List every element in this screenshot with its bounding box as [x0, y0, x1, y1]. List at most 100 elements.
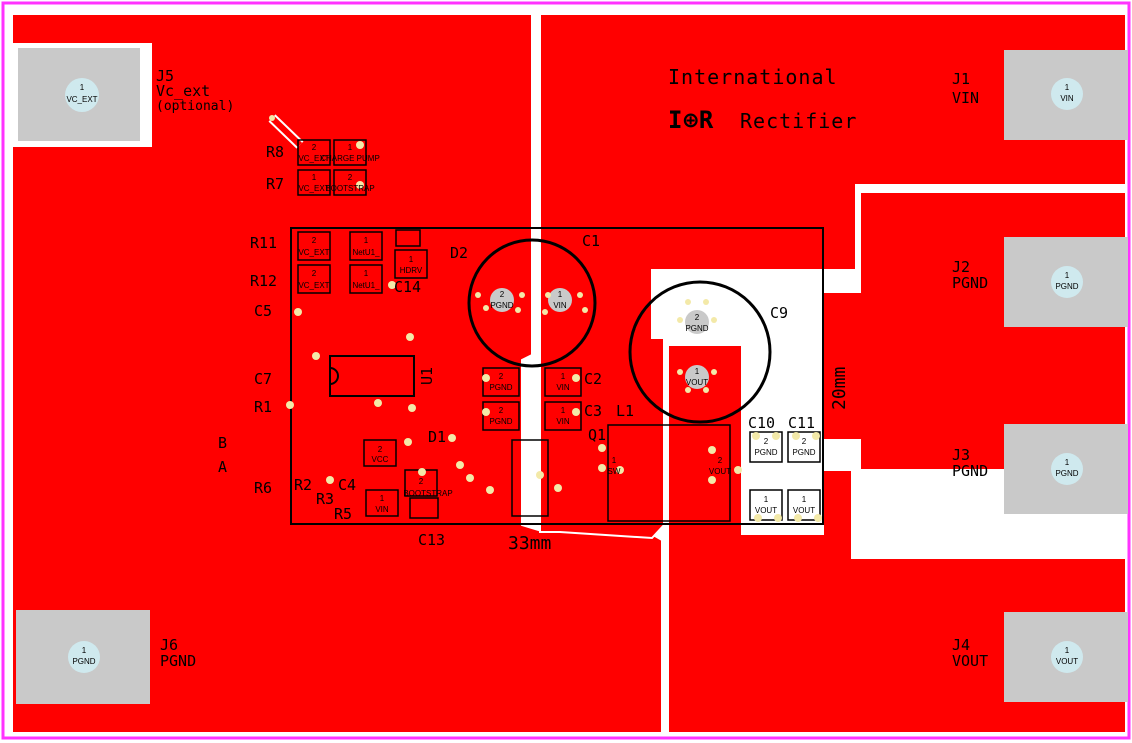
- svg-text:2: 2: [499, 406, 504, 415]
- j1-pin-net: VIN: [1060, 94, 1074, 103]
- svg-text:C10: C10: [748, 414, 775, 432]
- j4-ref: J4: [952, 636, 970, 654]
- logo-line2: Rectifier: [740, 109, 857, 133]
- connector-j5[interactable]: 1 VC_EXT: [12, 43, 152, 147]
- j1-ref: J1: [952, 70, 970, 88]
- connector-j1[interactable]: 1 VIN: [1004, 50, 1128, 140]
- svg-text:1: 1: [380, 494, 385, 503]
- svg-text:2: 2: [802, 437, 807, 446]
- connector-j3[interactable]: 1 PGND: [1004, 424, 1128, 514]
- svg-text:R11: R11: [250, 234, 277, 252]
- svg-text:C13: C13: [418, 531, 445, 549]
- connector-j6[interactable]: 1 PGND: [16, 610, 150, 704]
- svg-text:1: 1: [695, 367, 700, 376]
- j4-pin: 1: [1065, 646, 1070, 655]
- svg-text:R6: R6: [254, 479, 272, 497]
- svg-text:1: 1: [364, 269, 369, 278]
- svg-text:R2: R2: [294, 476, 312, 494]
- j5-ref: J5: [156, 67, 174, 85]
- pad-labels: 2 VC_EXT 1 CHARGE PUMP 1 VC_EXT 2 BOOTST…: [298, 143, 815, 515]
- j3-net: PGND: [952, 462, 988, 480]
- svg-text:2: 2: [312, 143, 317, 152]
- company-logo: International I⊕R Rectifier: [668, 65, 857, 134]
- connector-labels: J5 Vc_ext (optional) J1 VIN J2 PGND J3 P…: [156, 67, 988, 670]
- svg-text:R8: R8: [266, 143, 284, 161]
- j1-pin: 1: [1065, 83, 1070, 92]
- svg-text:2: 2: [419, 477, 424, 486]
- svg-text:VOUT: VOUT: [686, 378, 708, 387]
- svg-text:1: 1: [764, 495, 769, 504]
- svg-text:C14: C14: [394, 278, 421, 296]
- svg-text:R7: R7: [266, 175, 284, 193]
- j3-pin-net: PGND: [1055, 469, 1078, 478]
- logo-mark: I⊕R: [668, 106, 714, 134]
- j5-pin-net: VC_EXT: [66, 95, 97, 104]
- svg-text:VOUT: VOUT: [793, 506, 815, 515]
- svg-text:CHARGE PUMP: CHARGE PUMP: [320, 154, 380, 163]
- svg-text:C4: C4: [338, 476, 356, 494]
- svg-text:VCC: VCC: [372, 455, 389, 464]
- svg-text:PGND: PGND: [489, 417, 512, 426]
- svg-text:PGND: PGND: [754, 448, 777, 457]
- j6-net: PGND: [160, 652, 196, 670]
- svg-text:PGND: PGND: [685, 324, 708, 333]
- svg-text:1: 1: [802, 495, 807, 504]
- svg-text:2: 2: [348, 173, 353, 182]
- svg-text:1: 1: [561, 406, 566, 415]
- svg-text:2: 2: [718, 456, 723, 465]
- svg-text:VC_EXT: VC_EXT: [298, 248, 329, 257]
- svg-text:VIN: VIN: [556, 383, 570, 392]
- svg-text:R12: R12: [250, 272, 277, 290]
- svg-text:VOUT: VOUT: [709, 467, 731, 476]
- j2-net: PGND: [952, 274, 988, 292]
- svg-text:VC_EXT: VC_EXT: [298, 281, 329, 290]
- svg-text:2: 2: [500, 290, 505, 299]
- j1-net: VIN: [952, 89, 979, 107]
- svg-text:1: 1: [612, 456, 617, 465]
- cap-c1-outline: [467, 238, 597, 368]
- svg-text:C7: C7: [254, 370, 272, 388]
- svg-text:1: 1: [409, 255, 414, 264]
- logo-line1: International: [668, 65, 838, 89]
- svg-text:2: 2: [764, 437, 769, 446]
- svg-text:2: 2: [312, 236, 317, 245]
- svg-text:VIN: VIN: [553, 301, 567, 310]
- j3-pin: 1: [1065, 458, 1070, 467]
- svg-text:L1: L1: [616, 402, 634, 420]
- svg-text:1: 1: [312, 173, 317, 182]
- svg-text:D1: D1: [428, 428, 446, 446]
- svg-text:C5: C5: [254, 302, 272, 320]
- svg-text:C2: C2: [584, 370, 602, 388]
- dim-width: 33mm: [508, 533, 551, 554]
- j5-pin: 1: [80, 83, 85, 92]
- svg-text:BOOTSTRAP: BOOTSTRAP: [325, 184, 374, 193]
- svg-text:VIN: VIN: [375, 505, 389, 514]
- svg-text:SW: SW: [608, 467, 621, 476]
- svg-text:NetU1_: NetU1_: [352, 281, 380, 290]
- svg-text:HDRV: HDRV: [400, 266, 423, 275]
- svg-text:R1: R1: [254, 398, 272, 416]
- vias: [286, 141, 822, 522]
- svg-text:NetU1_: NetU1_: [352, 248, 380, 257]
- j6-pin-net: PGND: [72, 657, 95, 666]
- svg-text:1: 1: [561, 372, 566, 381]
- j2-pin: 1: [1065, 271, 1070, 280]
- svg-text:PGND: PGND: [490, 301, 513, 310]
- connector-j2[interactable]: 1 PGND: [1004, 237, 1128, 327]
- svg-text:1: 1: [558, 290, 563, 299]
- ic-u1: [329, 355, 415, 397]
- svg-text:C3: C3: [584, 402, 602, 420]
- svg-text:VC_EXT: VC_EXT: [298, 184, 329, 193]
- svg-text:C1: C1: [582, 232, 600, 250]
- cap-c9-outline: [628, 280, 772, 424]
- svg-text:C11: C11: [788, 414, 815, 432]
- svg-text:BOOTSTRAP: BOOTSTRAP: [403, 489, 452, 498]
- j3-ref: J3: [952, 446, 970, 464]
- svg-text:PGND: PGND: [792, 448, 815, 457]
- j2-ref: J2: [952, 258, 970, 276]
- module-outline: [290, 227, 824, 525]
- connector-j4[interactable]: 1 VOUT: [1004, 612, 1128, 702]
- svg-text:PGND: PGND: [489, 383, 512, 392]
